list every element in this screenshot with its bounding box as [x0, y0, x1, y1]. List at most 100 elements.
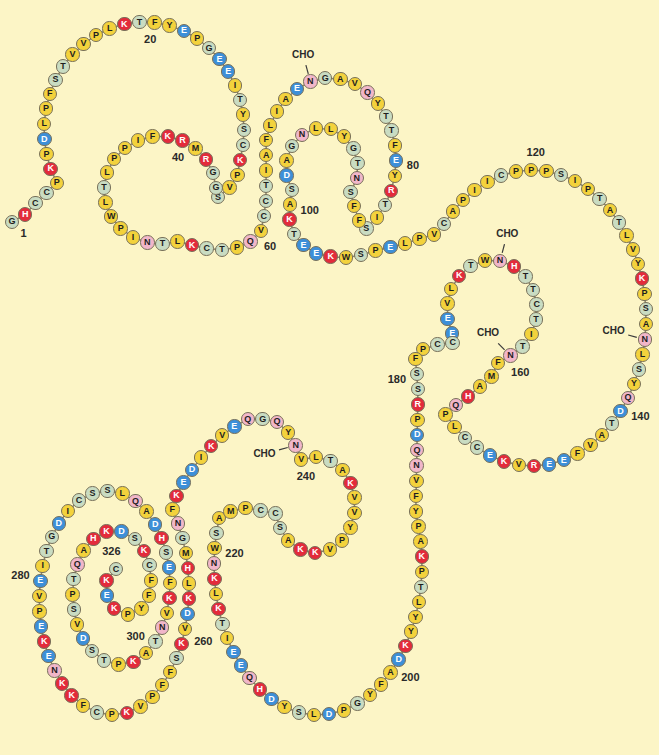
residue-bead: M [484, 369, 498, 383]
residue-letter: H [185, 564, 192, 573]
residue-letter: P [115, 660, 121, 669]
residue-bead: E [33, 574, 47, 588]
residue-bead: F [144, 573, 158, 587]
residue-letter: K [297, 545, 304, 554]
residue-letter: F [167, 668, 173, 677]
residue-bead: S [169, 651, 183, 665]
residue-letter: S [358, 250, 364, 259]
residue-bead: T [518, 269, 532, 283]
residue-letter: N [159, 623, 166, 632]
residue-bead: N [47, 663, 61, 677]
residue-letter: T [597, 194, 603, 203]
residue-letter: Y [408, 627, 414, 636]
residue-letter: F [148, 576, 154, 585]
residue-bead: L [170, 234, 184, 248]
residue-letter: E [230, 648, 236, 657]
residue-letter: Y [631, 379, 637, 388]
residue-letter: E [561, 456, 567, 465]
residue-bead: L [98, 195, 112, 209]
residue-letter: L [452, 422, 458, 431]
residue-letter: D [152, 520, 159, 529]
residue-letter: V [227, 183, 233, 192]
residue-letter: R [179, 136, 186, 145]
residue-bead: F [43, 87, 57, 101]
residue-bead: A [639, 317, 653, 331]
residue-letter: Q [246, 673, 253, 682]
residue-bead: S [285, 183, 299, 197]
residue-bead: T [515, 339, 529, 353]
residue-bead: I [126, 230, 140, 244]
residue-letter: D [118, 527, 125, 536]
residue-letter: G [288, 142, 295, 151]
residue-letter: H [22, 210, 29, 219]
glycan-label: CHO [253, 449, 275, 459]
residue-bead: K [126, 655, 140, 669]
residue-letter: N [292, 441, 299, 450]
residue-letter: D [41, 135, 48, 144]
residue-letter: L [416, 598, 422, 607]
residue-letter: D [268, 695, 275, 704]
residue-number: 326 [102, 546, 120, 557]
residue-bead: Y [337, 129, 351, 143]
residue-letter: I [530, 330, 533, 339]
residue-bead: G [175, 531, 189, 545]
residue-bead: G [45, 530, 59, 544]
residue-bead: S [48, 73, 62, 87]
residue-bead: T [56, 59, 70, 73]
residue-bead: E [226, 645, 240, 659]
residue-letter: I [200, 453, 203, 462]
residue-letter: C [474, 443, 481, 452]
residue-letter: K [639, 274, 646, 283]
residue-bead: A [76, 543, 90, 557]
residue-letter: G [48, 532, 55, 541]
residue-bead: V [70, 617, 84, 631]
residue-bead: S [554, 168, 568, 182]
residue-bead: H [154, 531, 168, 545]
residue-letter: V [164, 609, 170, 618]
residue-bead: K [282, 212, 296, 226]
residue-letter: Q [413, 446, 420, 455]
residue-letter: P [417, 234, 423, 243]
residue-letter: E [225, 67, 231, 76]
residue-bead: P [524, 163, 538, 177]
residue-bead: Q [242, 671, 256, 685]
residue-letter: R [414, 400, 421, 409]
residue-bead: V [76, 37, 90, 51]
residue-letter: A [143, 649, 150, 658]
residue-bead: K [415, 549, 429, 563]
residue-letter: Y [167, 21, 173, 30]
residue-bead: E [234, 658, 248, 672]
residue-letter: H [465, 392, 472, 401]
residue-number: 100 [301, 205, 319, 216]
residue-letter: E [301, 241, 307, 250]
residue-letter: T [44, 547, 50, 556]
residue-letter: C [113, 565, 120, 574]
residue-letter: E [393, 156, 399, 165]
residue-bead: D [180, 607, 194, 621]
residue-letter: C [533, 300, 540, 309]
residue-letter: P [118, 224, 124, 233]
residue-bead: P [238, 501, 252, 515]
residue-bead: G [206, 166, 220, 180]
residue-bead: P [411, 519, 425, 533]
residue-bead: N [288, 438, 302, 452]
residue-bead: K [37, 634, 51, 648]
residue-letter: Q [247, 237, 254, 246]
glycan-stick [306, 65, 308, 74]
residue-letter: P [243, 504, 249, 513]
residue-bead: D [37, 132, 51, 146]
residue-bead: Q [243, 234, 257, 248]
residue-letter: T [71, 575, 77, 584]
residue-bead: T [350, 156, 364, 170]
residue-bead: V [215, 428, 229, 442]
residue-letter: I [376, 213, 379, 222]
residue-letter: D [283, 171, 290, 180]
residue-bead: C [199, 241, 213, 255]
residue-letter: T [383, 200, 389, 209]
residue-bead: T [463, 259, 477, 273]
residue-letter: L [402, 239, 408, 248]
residue-bead: P [412, 232, 426, 246]
residue-bead: N [155, 620, 169, 634]
residue-bead: N [140, 235, 154, 249]
